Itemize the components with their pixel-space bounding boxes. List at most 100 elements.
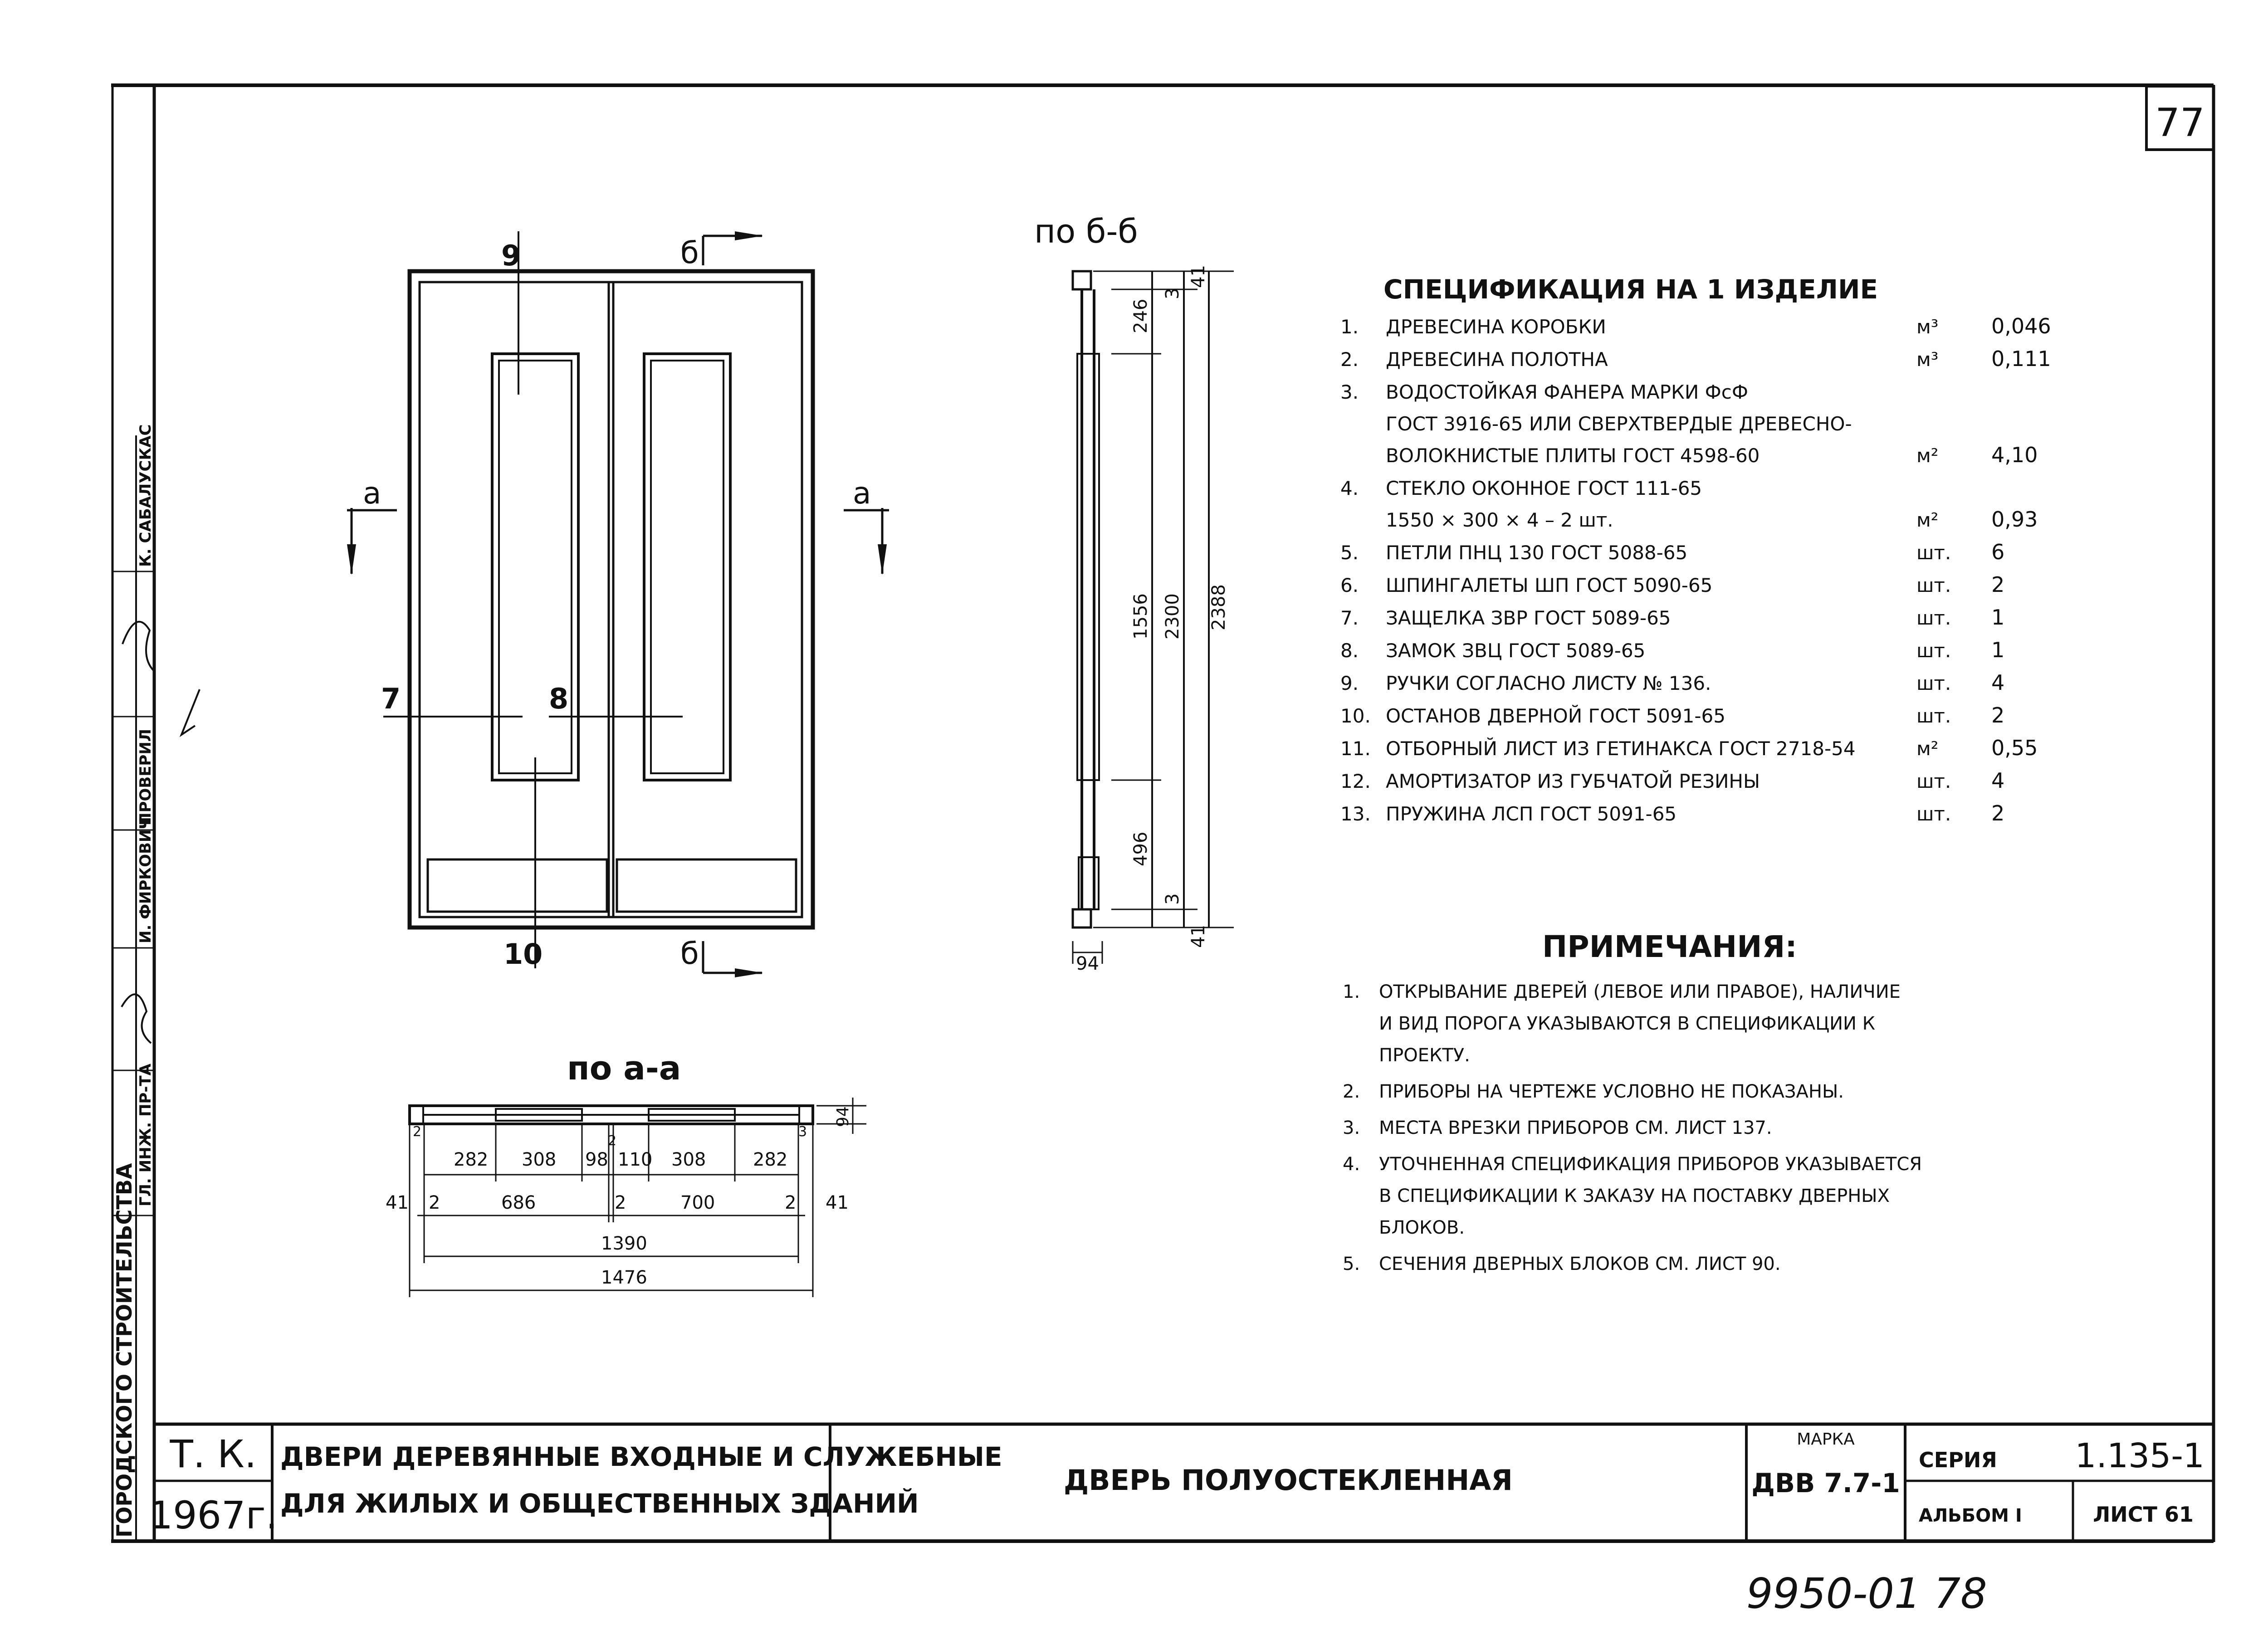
dim-bb-41-bottom: 41 bbox=[1188, 925, 1209, 948]
spec-row-number: 13. bbox=[1340, 803, 1371, 825]
dim-aa-110: 110 bbox=[618, 1149, 652, 1170]
spec-row-unit: шт. bbox=[1916, 542, 1951, 564]
dim-bb-41-top: 41 bbox=[1188, 265, 1209, 288]
dim-aa-94: 94 bbox=[834, 1106, 852, 1127]
spec-row-unit: м² bbox=[1916, 509, 1939, 531]
note-text: МЕСТА ВРЕЗКИ ПРИБОРОВ СМ. ЛИСТ 137. bbox=[1379, 1118, 1772, 1138]
stamp-role-sabaluskas: К. САБАЛУСКАС bbox=[137, 425, 155, 567]
handwritten-number: 9950-01 78 bbox=[1746, 1569, 1987, 1618]
dim-aa-small-3: 3 bbox=[798, 1124, 807, 1140]
stamp-signature bbox=[121, 620, 155, 1044]
cut-a-left: а bbox=[363, 476, 381, 511]
dim-bb-246: 246 bbox=[1130, 299, 1151, 333]
dim-aa-41-right: 41 bbox=[826, 1192, 849, 1213]
note-number: 3. bbox=[1343, 1118, 1360, 1138]
spec-row-unit: шт. bbox=[1916, 672, 1951, 694]
note-text: ПРОЕКТУ. bbox=[1379, 1045, 1470, 1066]
note-item: 2.ПРИБОРЫ НА ЧЕРТЕЖЕ УСЛОВНО НЕ ПОКАЗАНЫ… bbox=[1343, 1081, 1844, 1102]
dim-bb-3-bottom: 3 bbox=[1162, 893, 1183, 905]
spec-row-text: ОТБОРНЫЙ ЛИСТ ИЗ ГЕТИНАКСА ГОСТ 2718-54 bbox=[1386, 737, 1856, 760]
spec-row-number: 6. bbox=[1340, 574, 1359, 596]
side-stamp: ГОРОДСКОГО СТРОИТЕЛЬСТВА ГЛ. ИНЖ. ПР-ТА … bbox=[111, 86, 200, 1540]
dim-bb-1556: 1556 bbox=[1130, 593, 1151, 639]
spec-row-qty: 0,93 bbox=[1991, 507, 2038, 532]
title-series-label: СЕРИЯ bbox=[1919, 1448, 1997, 1472]
note-text: СЕЧЕНИЯ ДВЕРНЫХ БЛОКОВ СМ. ЛИСТ 90. bbox=[1379, 1254, 1781, 1274]
spec-row-qty: 0,55 bbox=[1991, 736, 2038, 760]
dim-aa-1476: 1476 bbox=[601, 1267, 647, 1288]
spec-row-number: 4. bbox=[1340, 477, 1359, 499]
title-name: ДВЕРЬ ПОЛУОСТЕКЛЕННАЯ bbox=[1064, 1464, 1513, 1497]
sheet-frame bbox=[111, 83, 2215, 1543]
dim-aa-2-middle: 2 bbox=[615, 1192, 626, 1213]
spec-row-number: 11. bbox=[1340, 737, 1371, 760]
stamp-mark bbox=[179, 689, 200, 737]
spec-row-number: 1. bbox=[1340, 316, 1359, 338]
spec-row-text: ДРЕВЕСИНА КОРОБКИ bbox=[1386, 316, 1606, 338]
dim-bb-94: 94 bbox=[1076, 953, 1099, 974]
spec-row: 4. СТЕКЛО ОКОННОЕ ГОСТ 111-65 1550 × 300 ×… bbox=[1340, 477, 2038, 532]
stamp-org: ГОРОДСКОГО СТРОИТЕЛЬСТВА bbox=[112, 1163, 137, 1538]
callout-7: 7 bbox=[381, 682, 401, 715]
spec-row-qty: 1 bbox=[1991, 638, 2004, 662]
cut-a-right: а bbox=[853, 476, 871, 511]
spec-row-unit: м³ bbox=[1916, 316, 1939, 338]
spec-row: 3. ВОДОСТОЙКАЯ ФАНЕРА МАРКИ ФсФ ГОСТ 3916-… bbox=[1340, 381, 2038, 467]
spec-row-number: 2. bbox=[1340, 348, 1359, 371]
dim-aa-308-right: 308 bbox=[671, 1149, 706, 1170]
spec-row-qty: 4 bbox=[1991, 670, 2004, 695]
spec-row: 9. РУЧКИ СОГЛАСНО ЛИСТУ № 136. шт. 4 bbox=[1340, 670, 2004, 695]
spec-row-number: 3. bbox=[1340, 381, 1359, 403]
spec-row-text: ЗАМОК ЗВЦ ГОСТ 5089-65 bbox=[1386, 639, 1645, 662]
note-text: УТОЧНЕННАЯ СПЕЦИФИКАЦИЯ ПРИБОРОВ УКАЗЫВА… bbox=[1379, 1154, 1922, 1175]
spec-row-text: ПЕТЛИ ПНЦ 130 ГОСТ 5088-65 bbox=[1386, 542, 1687, 564]
door-elevation: 9 7 8 10 а а б б bbox=[347, 231, 889, 977]
spec-row-unit: шт. bbox=[1916, 574, 1951, 596]
spec-row-text: ВОЛОКНИСТЫЕ ПЛИТЫ ГОСТ 4598-60 bbox=[1386, 444, 1760, 467]
title-year: 1967г. bbox=[149, 1493, 278, 1538]
page-number-box: 77 bbox=[2145, 85, 2215, 151]
spec-row: 8. ЗАМОК ЗВЦ ГОСТ 5089-65 шт. 1 bbox=[1340, 638, 2004, 662]
spec-row-number: 9. bbox=[1340, 672, 1359, 694]
note-item: 5.СЕЧЕНИЯ ДВЕРНЫХ БЛОКОВ СМ. ЛИСТ 90. bbox=[1343, 1254, 1781, 1274]
dim-aa-1390: 1390 bbox=[601, 1233, 647, 1254]
callout-8: 8 bbox=[549, 682, 568, 715]
specification: СПЕЦИФИКАЦИЯ НА 1 ИЗДЕЛИЕ 1. ДРЕВЕСИНА КО… bbox=[1340, 274, 2051, 825]
title-series-value: 1.135-1 bbox=[2075, 1436, 2204, 1475]
title-subject-2: ДЛЯ ЖИЛЫХ И ОБЩЕСТВЕННЫХ ЗДАНИЙ bbox=[280, 1488, 919, 1519]
spec-row: 11. ОТБОРНЫЙ ЛИСТ ИЗ ГЕТИНАКСА ГОСТ 2718-… bbox=[1340, 736, 2038, 760]
spec-row-unit: м² bbox=[1916, 737, 1939, 760]
cut-b-bottom: б bbox=[680, 936, 699, 971]
spec-row-text: 1550 × 300 × 4 – 2 шт. bbox=[1386, 509, 1613, 531]
spec-row-text: ВОДОСТОЙКАЯ ФАНЕРА МАРКИ ФсФ bbox=[1386, 381, 1748, 403]
spec-row-qty: 1 bbox=[1991, 605, 2004, 630]
dim-aa-700: 700 bbox=[680, 1192, 715, 1213]
spec-row-unit: шт. bbox=[1916, 639, 1951, 662]
title-album: АЛЬБОМ I bbox=[1919, 1505, 2022, 1526]
title-sheet: ЛИСТ 61 bbox=[2093, 1502, 2194, 1527]
spec-row-number: 8. bbox=[1340, 639, 1359, 662]
spec-row-text: ГОСТ 3916-65 ИЛИ СВЕРХТВЕРДЫЕ ДРЕВЕСНО- bbox=[1386, 413, 1852, 435]
spec-row-number: 5. bbox=[1340, 542, 1359, 564]
stamp-role-chief-engineer: ГЛ. ИНЖ. ПР-ТА bbox=[137, 1063, 155, 1206]
dim-aa-small-1: 2 bbox=[413, 1124, 421, 1140]
spec-row-text: ОСТАНОВ ДВЕРНОЙ ГОСТ 5091-65 bbox=[1386, 704, 1725, 727]
spec-row-qty: 0,046 bbox=[1991, 314, 2051, 338]
section-bb: по б-б 246 3 41 1556 2300 2388 496 3 41 … bbox=[1034, 212, 1234, 974]
spec-row-unit: шт. bbox=[1916, 705, 1951, 727]
spec-title: СПЕЦИФИКАЦИЯ НА 1 ИЗДЕЛИЕ bbox=[1383, 274, 1878, 305]
callout-9: 9 bbox=[501, 239, 521, 272]
spec-row-number: 12. bbox=[1340, 770, 1371, 792]
spec-row-text: СТЕКЛО ОКОННОЕ ГОСТ 111-65 bbox=[1386, 477, 1702, 499]
note-text: В СПЕЦИФИКАЦИИ К ЗАКАЗУ НА ПОСТАВКУ ДВЕР… bbox=[1379, 1186, 1890, 1206]
section-bb-title: по б-б bbox=[1034, 212, 1138, 250]
dim-aa-small-2: 2 bbox=[608, 1133, 616, 1149]
spec-row-unit: м³ bbox=[1916, 348, 1939, 371]
note-text: ОТКРЫВАНИЕ ДВЕРЕЙ (ЛЕВОЕ ИЛИ ПРАВОЕ), НА… bbox=[1379, 981, 1901, 1002]
spec-row-text: РУЧКИ СОГЛАСНО ЛИСТУ № 136. bbox=[1386, 672, 1711, 694]
